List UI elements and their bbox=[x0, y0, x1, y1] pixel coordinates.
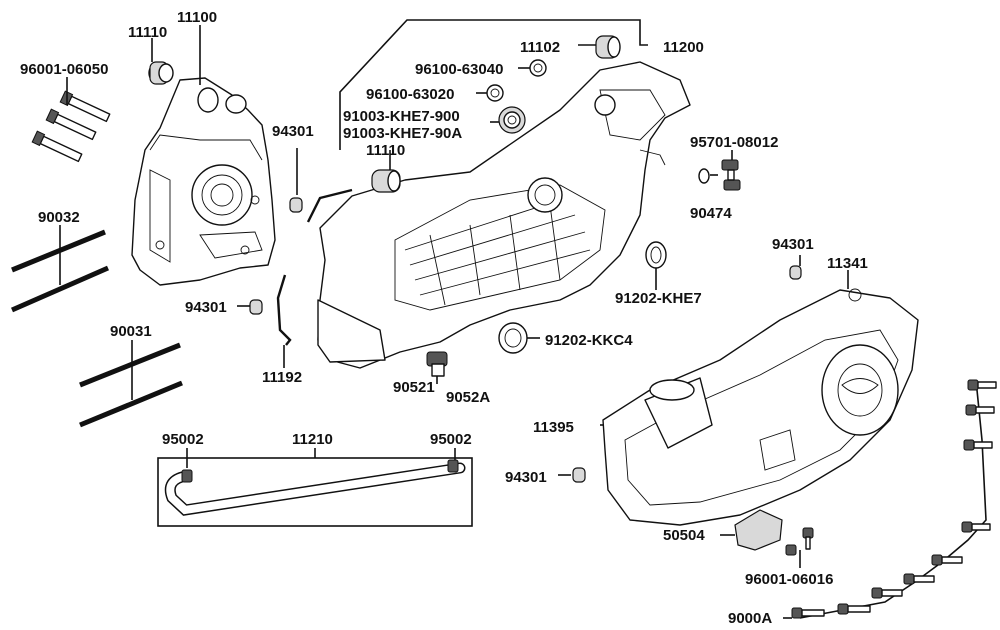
label-91202-KHE7: 91202-KHE7 bbox=[615, 290, 702, 307]
oil-seal-96100-63040 bbox=[529, 59, 547, 77]
bearing-91003 bbox=[498, 106, 526, 134]
label-91003-KHE7-900: 91003-KHE7-900 bbox=[343, 108, 460, 125]
label-11110-left: 11110 bbox=[128, 24, 167, 41]
label-95002-left: 95002 bbox=[162, 431, 204, 448]
label-9052A: 9052A bbox=[446, 389, 490, 406]
bushing-11110-left bbox=[148, 61, 174, 85]
part-labels: 11100 11110 96001-06050 90032 94301 9430… bbox=[20, 9, 868, 627]
label-11395: 11395 bbox=[533, 419, 574, 436]
drain-plug-90521 bbox=[426, 351, 448, 377]
bolt-group-96001-06050 bbox=[31, 90, 111, 163]
label-11200: 11200 bbox=[663, 39, 704, 56]
label-11110-center: 11110 bbox=[366, 142, 405, 159]
leader-lines bbox=[59, 19, 849, 619]
bolt-set-9000A bbox=[791, 379, 997, 619]
left-crankcase-half bbox=[131, 77, 276, 286]
dowel-pin-94301-d bbox=[572, 467, 586, 483]
oil-seal-91202-KHE7 bbox=[645, 241, 667, 269]
bushing-11102 bbox=[595, 35, 621, 59]
oil-seal-91202-KKC4 bbox=[498, 322, 528, 354]
wire-clip-11192 bbox=[276, 274, 292, 346]
dowel-pin-94301-b bbox=[249, 299, 263, 315]
oil-seal-96100-63020 bbox=[486, 84, 504, 102]
label-91202-KKC4: 91202-KKC4 bbox=[545, 332, 633, 349]
label-9000A: 9000A bbox=[728, 610, 772, 627]
bracket-50504 bbox=[734, 509, 783, 551]
tube-assembly-11210 bbox=[157, 457, 473, 527]
right-crankcase-half bbox=[317, 61, 691, 369]
label-96100-63040: 96100-63040 bbox=[415, 61, 503, 78]
label-95002-right: 95002 bbox=[430, 431, 472, 448]
label-11192: 11192 bbox=[262, 369, 302, 386]
bolt-96001-06016 bbox=[785, 527, 814, 556]
dowel-pin-94301-a bbox=[289, 197, 303, 213]
label-11102: 11102 bbox=[520, 39, 560, 56]
label-11341: 11341 bbox=[827, 255, 868, 272]
bushing-11110-center bbox=[371, 169, 401, 193]
bolt-95701-08012 bbox=[721, 159, 741, 191]
label-95701-08012: 95701-08012 bbox=[690, 134, 778, 151]
label-96001-06050: 96001-06050 bbox=[20, 61, 108, 78]
label-90031: 90031 bbox=[110, 323, 152, 340]
label-94301-a: 94301 bbox=[272, 123, 314, 140]
label-96100-63020: 96100-63020 bbox=[366, 86, 454, 103]
label-11210: 11210 bbox=[292, 431, 333, 448]
washer-90474 bbox=[698, 168, 710, 184]
transmission-cover bbox=[602, 288, 919, 526]
label-50504: 50504 bbox=[663, 527, 705, 544]
label-94301-c: 94301 bbox=[772, 236, 814, 253]
clip-wire-center bbox=[306, 188, 353, 223]
label-11100: 11100 bbox=[177, 9, 217, 26]
stud-group-90032 bbox=[10, 229, 110, 313]
label-96001-06016: 96001-06016 bbox=[745, 571, 833, 588]
label-90521: 90521 bbox=[393, 379, 435, 396]
label-90032: 90032 bbox=[38, 209, 80, 226]
stud-group-90031 bbox=[79, 342, 183, 428]
label-91003-KHE7-90A: 91003-KHE7-90A bbox=[343, 125, 462, 142]
label-90474: 90474 bbox=[690, 205, 732, 222]
label-94301-b: 94301 bbox=[185, 299, 227, 316]
label-94301-d: 94301 bbox=[505, 469, 547, 486]
dowel-pin-94301-c bbox=[789, 265, 802, 280]
